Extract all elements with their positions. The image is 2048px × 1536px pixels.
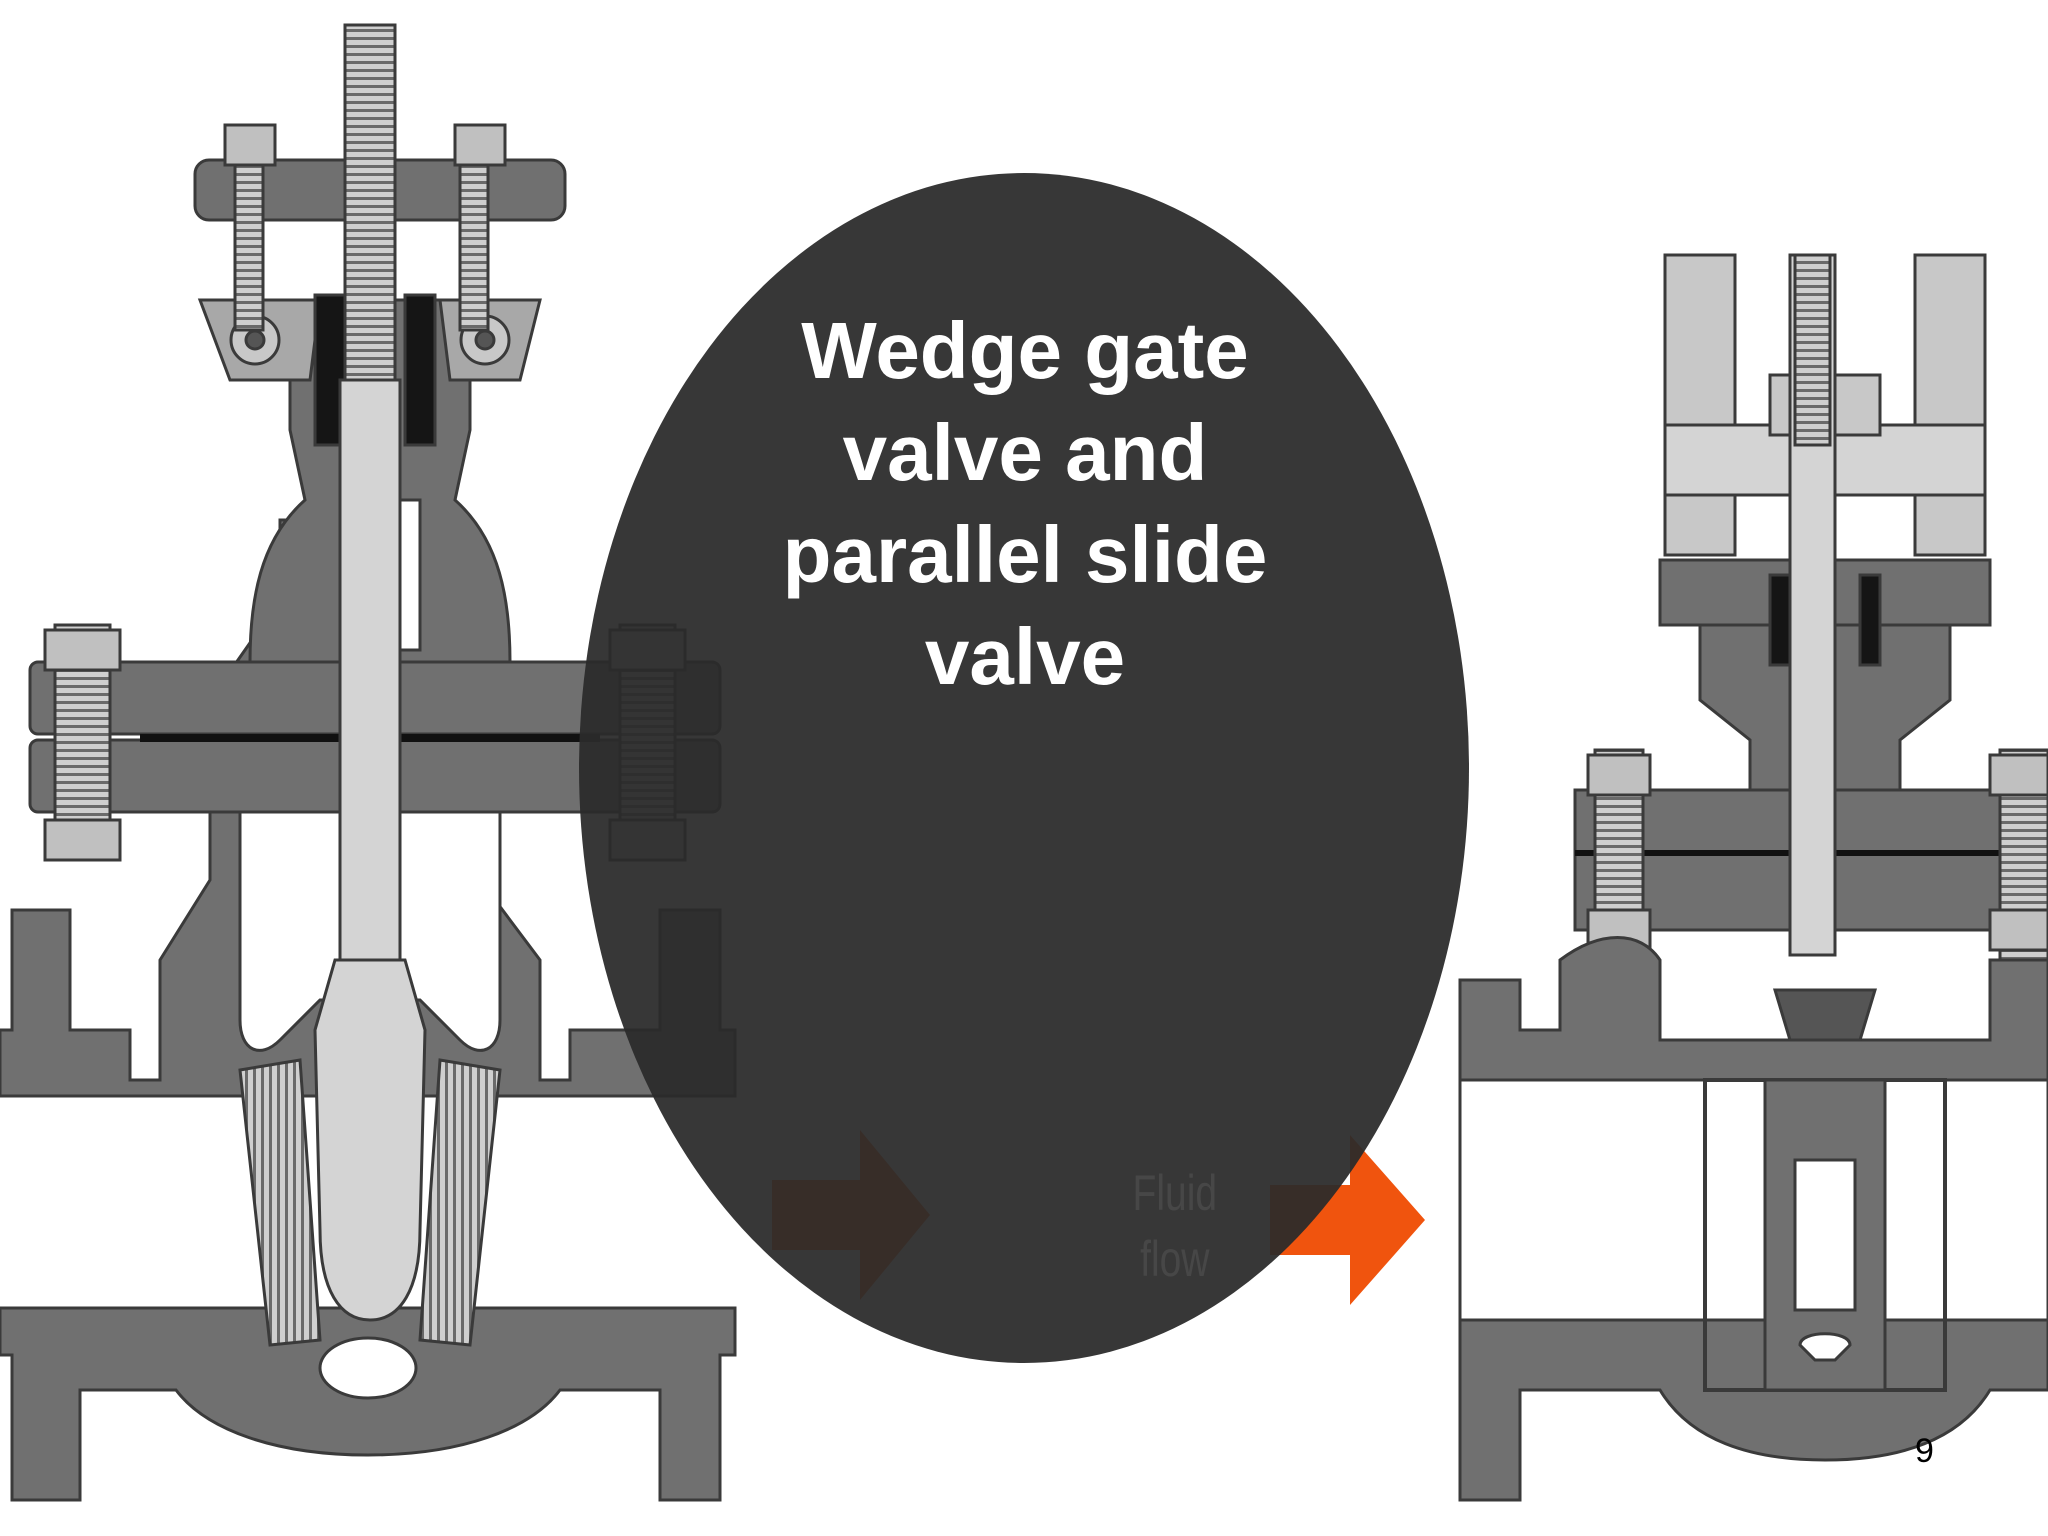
title-ellipse-overlay	[579, 173, 1469, 1363]
fluid-flow-label: Fluid flow	[1128, 1160, 1222, 1292]
title-line: parallel slide	[782, 510, 1268, 599]
left-valve-lower-body	[0, 1306, 737, 1502]
left-seat-rings	[238, 1058, 502, 1347]
right-valve-bore	[1458, 1078, 2048, 1322]
right-valve-body-casting	[1458, 936, 2048, 1082]
fluid-flow-label-line: Fluid	[1132, 1165, 1218, 1221]
parallel-slide-valve	[1458, 253, 2048, 1502]
fluid-flow-label-line: flow	[1140, 1231, 1210, 1287]
slide-title: Wedge gate valve and parallel slide valv…	[720, 300, 1330, 708]
left-wedge	[313, 958, 427, 1322]
title-line: Wedge gate	[801, 306, 1249, 395]
right-yoke-column	[1663, 253, 1737, 557]
left-stem	[343, 23, 397, 387]
page-number: 9	[1915, 1432, 1934, 1470]
title-line: valve and	[842, 408, 1208, 497]
title-line: valve	[924, 612, 1126, 701]
wedge-gate-valve	[0, 23, 737, 1502]
right-valve-lower-body	[1458, 1318, 2048, 1502]
